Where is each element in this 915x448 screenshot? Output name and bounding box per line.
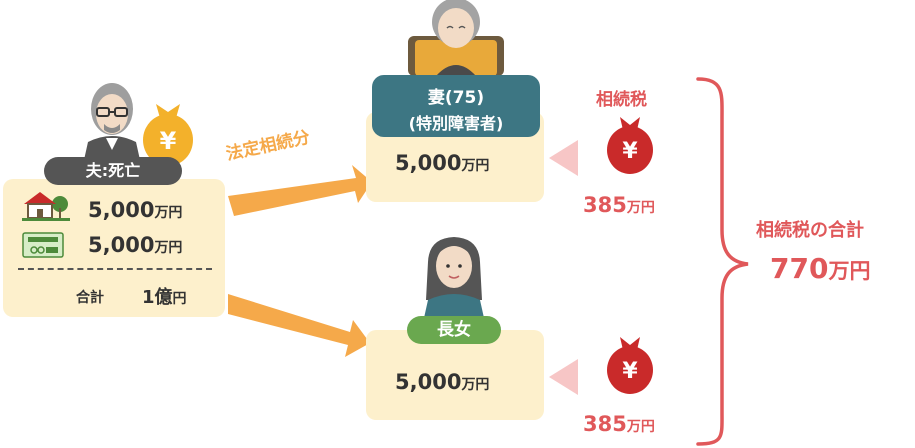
daughter-avatar <box>424 237 484 318</box>
daughter-panel <box>366 330 544 420</box>
daughter-tax-amount: 385万円 <box>583 412 655 436</box>
brace-icon <box>696 77 749 446</box>
pointer-triangle-wife <box>549 140 578 176</box>
gold-money-bag-icon: ¥ <box>143 104 193 166</box>
daughter-inherited-amount: 5,000万円 <box>395 370 490 394</box>
total-tax-label: 相続税の合計 <box>756 220 864 241</box>
wife-label-line1: 妻(75) <box>427 88 485 108</box>
inheritance-arrow-to-daughter <box>228 294 370 357</box>
wife-tax-amount: 385万円 <box>583 193 655 217</box>
daughter-label-pill: 長女 <box>407 316 501 344</box>
wife-label-line2: (特別障害者) <box>408 114 504 133</box>
pointer-triangle-daughter <box>549 359 578 395</box>
cash-icon <box>22 232 64 258</box>
inheritance-arrow-to-wife <box>228 165 372 216</box>
wife-avatar <box>408 0 504 76</box>
total-tax-amount: 770万円 <box>770 252 871 285</box>
husband-asset-cash-amount: 5,000万円 <box>88 233 183 257</box>
svg-text:¥: ¥ <box>622 359 638 384</box>
husband-avatar <box>84 83 140 160</box>
svg-text:¥: ¥ <box>160 127 177 155</box>
svg-text:¥: ¥ <box>622 139 638 164</box>
tax-bag-wife-icon: ¥ <box>607 117 653 174</box>
wife-label-header: 妻(75) (特別障害者) <box>372 75 540 137</box>
husband-label-pill: 夫:死亡 <box>44 157 182 185</box>
wife-inherited-amount: 5,000万円 <box>395 151 490 175</box>
tax-bag-daughter-icon: ¥ <box>607 337 653 394</box>
tax-title: 相続税 <box>596 90 647 110</box>
husband-total-label: 合計 <box>76 290 104 306</box>
husband-asset-house-amount: 5,000万円 <box>88 198 183 222</box>
husband-total-value: 1億円 <box>142 287 187 308</box>
divider <box>18 268 212 270</box>
house-icon <box>22 188 70 222</box>
